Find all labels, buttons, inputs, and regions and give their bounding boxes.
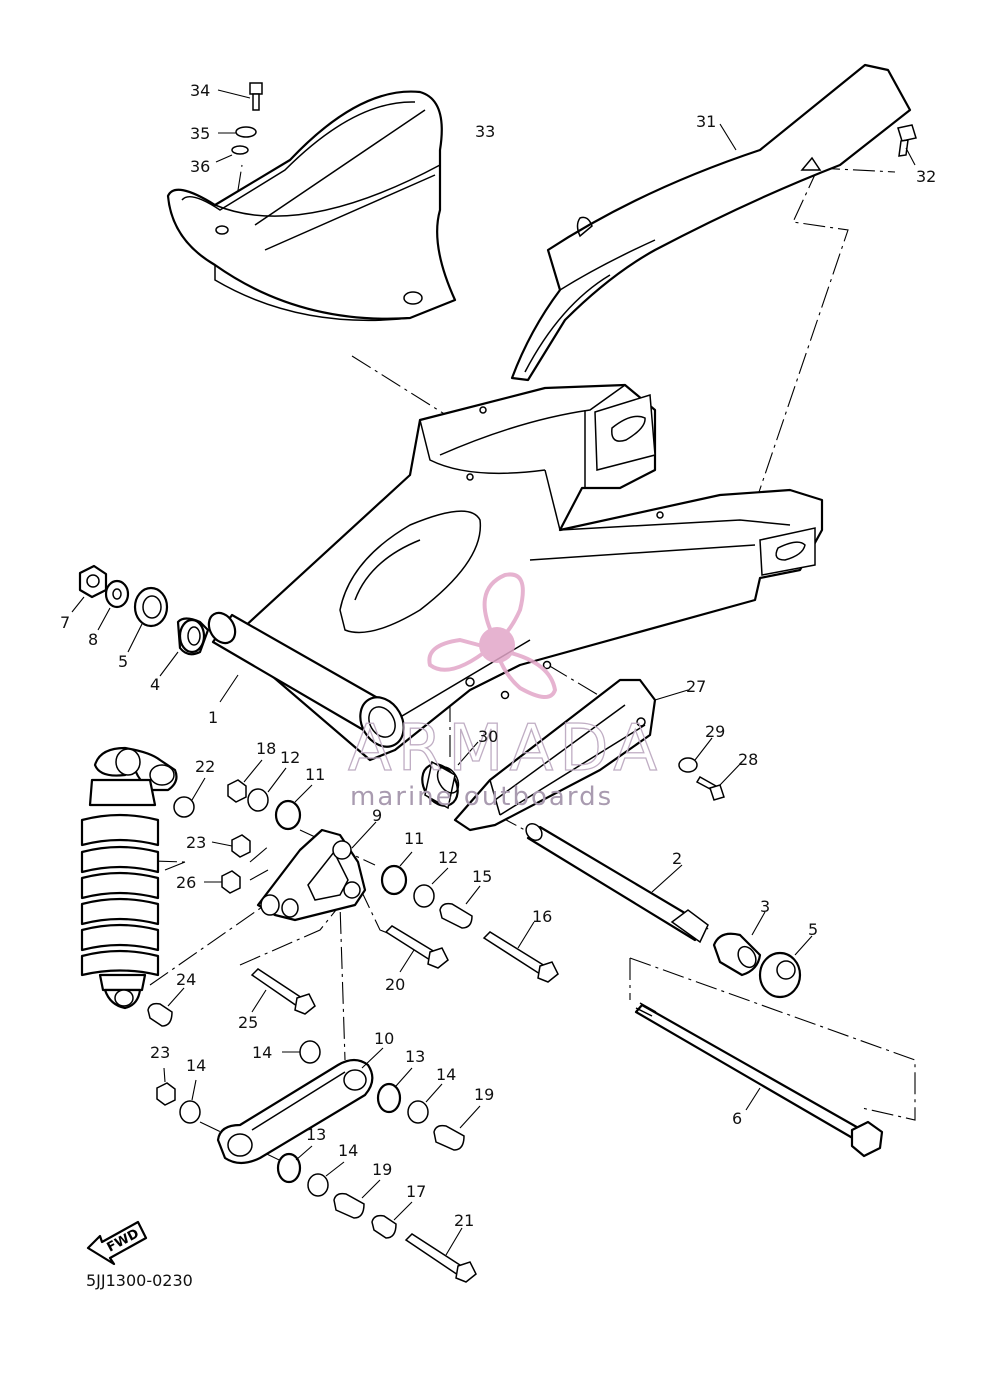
callout-23a: 23	[186, 833, 206, 852]
connecting-rod	[216, 1047, 384, 1165]
diagram-code: 5JJ1300-0230	[86, 1271, 193, 1290]
callout-labels: 34 35 36 33 31 32 7 8 5 4 1 27 29 28 30 …	[60, 81, 936, 1230]
callout-5b: 5	[808, 920, 818, 939]
callout-6: 6	[732, 1109, 742, 1128]
callout-14c: 14	[436, 1065, 456, 1084]
pivot-bushing	[421, 741, 479, 810]
callout-3: 3	[760, 897, 770, 916]
fender-bolt-set	[215, 82, 263, 163]
watermark-tagline: marine outboards	[350, 782, 613, 812]
callout-30: 30	[478, 727, 498, 746]
callout-33: 33	[475, 122, 495, 141]
chain-guard-bolt	[897, 124, 917, 166]
collar-5b	[758, 935, 813, 999]
bolt-20	[384, 925, 449, 973]
collar-3	[712, 911, 766, 977]
callout-14b: 14	[186, 1056, 206, 1075]
callout-21: 21	[454, 1211, 474, 1230]
callout-35: 35	[190, 124, 210, 143]
chain-slider	[453, 678, 689, 832]
callout-10: 10	[374, 1029, 394, 1048]
callout-13b: 13	[306, 1125, 326, 1144]
callout-15: 15	[472, 867, 492, 886]
callout-36: 36	[190, 157, 210, 176]
callout-16: 16	[532, 907, 552, 926]
callout-22: 22	[195, 757, 215, 776]
bolt-16	[482, 921, 559, 983]
callout-11a: 11	[305, 765, 325, 784]
rear-fender	[166, 90, 457, 322]
chain-guard	[510, 63, 912, 382]
callout-8: 8	[88, 630, 98, 649]
bolt-21	[404, 1227, 477, 1283]
callout-32: 32	[916, 167, 936, 186]
callout-27: 27	[686, 677, 706, 696]
callout-5a: 5	[118, 652, 128, 671]
relay-arm	[256, 821, 377, 922]
callout-12b: 12	[438, 848, 458, 867]
callout-19b: 19	[372, 1160, 392, 1179]
callout-7: 7	[60, 613, 70, 632]
callout-12a: 12	[280, 748, 300, 767]
callout-2: 2	[672, 849, 682, 868]
callout-14a: 14	[252, 1043, 272, 1062]
callout-9: 9	[372, 806, 382, 825]
armada-watermark: ARMADA marine outboards	[347, 572, 663, 812]
callout-23b: 23	[150, 1043, 170, 1062]
callout-24: 24	[176, 970, 196, 989]
callout-13a: 13	[405, 1047, 425, 1066]
callout-31: 31	[696, 112, 716, 131]
pivot-shaft	[207, 611, 405, 748]
swingarm-frame	[228, 383, 824, 762]
callout-17: 17	[406, 1182, 426, 1201]
rear-shock-absorber	[80, 746, 178, 1010]
callout-28: 28	[738, 750, 758, 769]
relay-axle	[525, 823, 709, 944]
callout-18: 18	[256, 739, 276, 758]
callout-19a: 19	[474, 1085, 494, 1104]
small-hardware	[147, 759, 481, 1239]
watermark-brand: ARMADA	[348, 712, 663, 786]
pivot-axle-bolt	[634, 1002, 884, 1158]
propeller-logo	[427, 572, 558, 699]
pivot-left-hardware	[71, 564, 210, 677]
callout-25: 25	[238, 1013, 258, 1032]
callout-34: 34	[190, 81, 210, 100]
callout-29: 29	[705, 722, 725, 741]
callout-26: 26	[176, 873, 196, 892]
callout-14d: 14	[338, 1141, 358, 1160]
forward-direction-arrow: FWD	[86, 1220, 148, 1266]
callout-11b: 11	[404, 829, 424, 848]
chain-slider-fasteners	[678, 737, 743, 801]
callout-4: 4	[150, 675, 160, 694]
callout-1: 1	[208, 708, 218, 727]
callout-20: 20	[385, 975, 405, 994]
bolt-25	[250, 968, 316, 1015]
